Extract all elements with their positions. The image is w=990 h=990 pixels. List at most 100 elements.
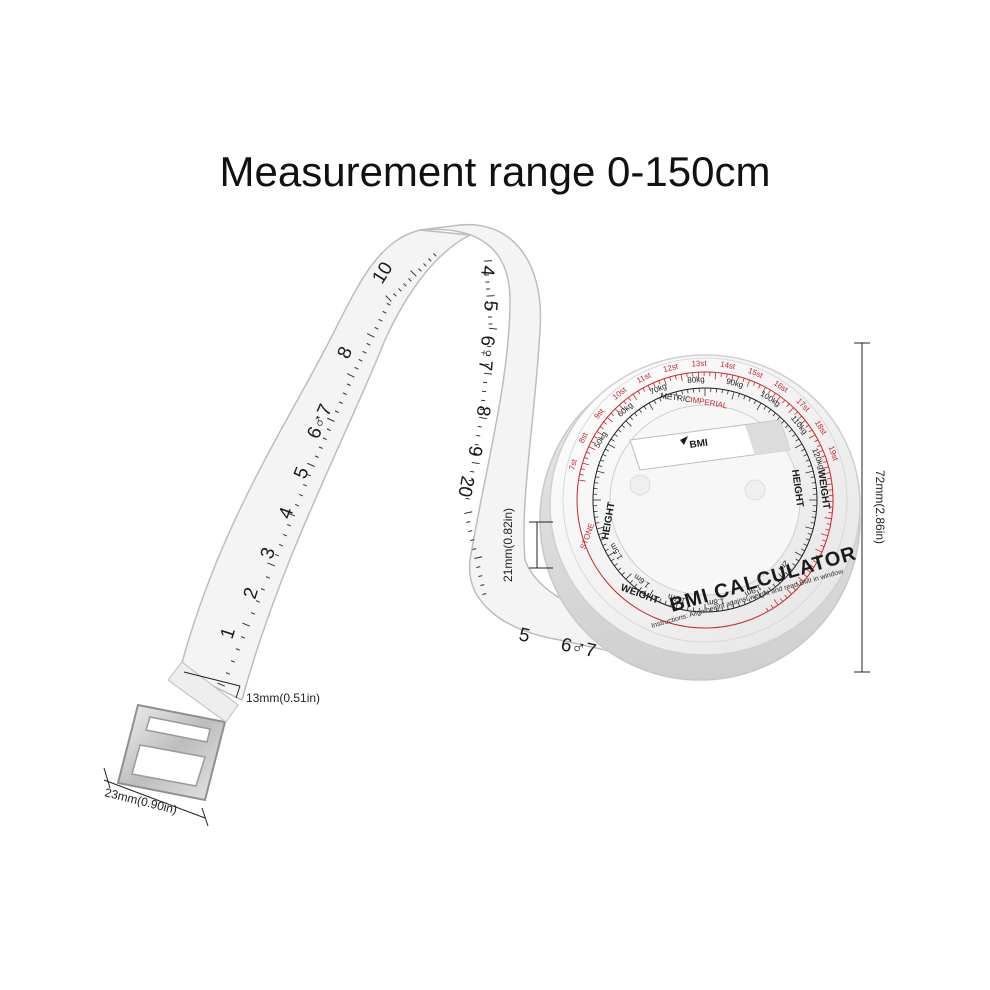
dial-tick — [594, 516, 599, 518]
dial-tick — [648, 589, 654, 598]
tape-number: 6♀7 — [474, 335, 498, 372]
dial-tick — [653, 596, 657, 600]
dial-tick — [727, 390, 729, 395]
bmi-pointer-icon — [680, 436, 688, 445]
tape-width-label: 13mm(0.51in) — [246, 691, 320, 705]
dial-tick-red — [786, 588, 792, 595]
tape-tick — [298, 493, 304, 497]
tape-tick — [474, 556, 483, 559]
tape-tick — [235, 648, 240, 651]
tape-tick — [354, 366, 359, 370]
dial-tick — [794, 551, 803, 557]
dial-tick-red — [619, 404, 625, 411]
dimension-buckle-width — [103, 767, 209, 827]
dial-tick — [625, 420, 632, 427]
tape-tick — [322, 437, 327, 440]
dial-tick — [687, 606, 689, 611]
tape-tick — [306, 473, 312, 477]
dial-scale-label: 90kg — [725, 377, 744, 390]
dial-tick-red — [792, 587, 797, 591]
tape-number: 8 — [472, 404, 494, 417]
dial-tick-red — [596, 431, 604, 436]
dial-tick-red — [821, 466, 829, 470]
dial-tick — [743, 600, 746, 605]
dial-tick — [595, 476, 600, 478]
dial-tick — [664, 600, 667, 605]
tape-left-strand — [167, 229, 473, 723]
tape-tick — [473, 452, 478, 455]
dial-tick — [721, 606, 723, 611]
tape-tick — [470, 539, 475, 541]
dial-tick-red — [658, 380, 661, 385]
tape-tick — [398, 288, 402, 292]
dial-tick — [605, 448, 609, 452]
dial-tick — [795, 558, 800, 562]
dial-tick — [805, 470, 814, 474]
dial-tick — [792, 563, 796, 567]
dial-tick-red — [824, 483, 833, 486]
dial-tick — [731, 391, 735, 400]
dial-tick — [748, 598, 751, 603]
dial-tick — [643, 590, 647, 595]
dial-tick — [784, 571, 789, 576]
dial-tick-red — [647, 385, 652, 392]
dial-tick — [753, 596, 757, 600]
dial-tick — [788, 429, 793, 433]
dial-tick — [805, 459, 810, 462]
case-thickness-label: 21mm(0.82in) — [501, 508, 515, 582]
dial-tick-red — [746, 379, 750, 387]
dial-tick — [768, 587, 772, 591]
dial-tick-red — [796, 582, 801, 587]
dial-tick — [659, 598, 662, 603]
tape-tick — [466, 521, 471, 523]
tape-tick — [217, 682, 225, 687]
tape-tick — [255, 600, 260, 603]
dial-tick-red — [680, 374, 683, 382]
dial-tick-red — [822, 539, 827, 542]
dial-tick — [763, 405, 767, 410]
tape-tick — [480, 584, 485, 586]
dial-tick-red — [820, 544, 825, 548]
dial-tick — [768, 409, 772, 413]
dial-tick — [595, 522, 600, 524]
dial-tick-red — [686, 373, 688, 378]
dial-tick-red — [805, 424, 810, 428]
tape-tick — [476, 566, 481, 568]
dial-tick — [629, 416, 634, 421]
dial-tick-red — [788, 407, 794, 413]
tape-tick — [358, 358, 363, 362]
tape-tick — [240, 636, 245, 639]
dial-tick — [763, 590, 767, 595]
tape-tick — [471, 461, 480, 465]
tape-tick — [327, 417, 335, 422]
tape-tick — [433, 253, 437, 257]
dial-tick-red — [584, 457, 589, 460]
tape-tick — [468, 530, 473, 532]
dial-tick-red — [775, 396, 781, 403]
dial-tick — [803, 543, 808, 546]
dial-tick — [810, 522, 815, 524]
dial-tick — [737, 393, 740, 398]
tape-tick — [467, 488, 472, 491]
dial-tick-red — [824, 517, 832, 520]
dial-tick — [634, 583, 638, 588]
dial-tick — [743, 395, 746, 400]
dial-tick-red — [773, 599, 779, 606]
dial-tick — [803, 454, 808, 457]
dial-tick — [600, 538, 605, 541]
dial-tick-red — [827, 477, 832, 480]
tape-tick — [382, 310, 387, 314]
tape-tick — [479, 416, 488, 420]
dial-tick — [721, 389, 723, 394]
dial-tick-red — [821, 455, 826, 458]
tape-tick — [282, 533, 288, 537]
tape-tick — [408, 278, 412, 282]
dial-tick — [811, 516, 816, 518]
dial-tick-red — [807, 569, 811, 573]
tape-tick — [314, 455, 319, 458]
dial-scale-label: 14st — [720, 360, 737, 372]
dial-tick-red — [579, 473, 584, 476]
dial-tick-red — [580, 468, 585, 470]
